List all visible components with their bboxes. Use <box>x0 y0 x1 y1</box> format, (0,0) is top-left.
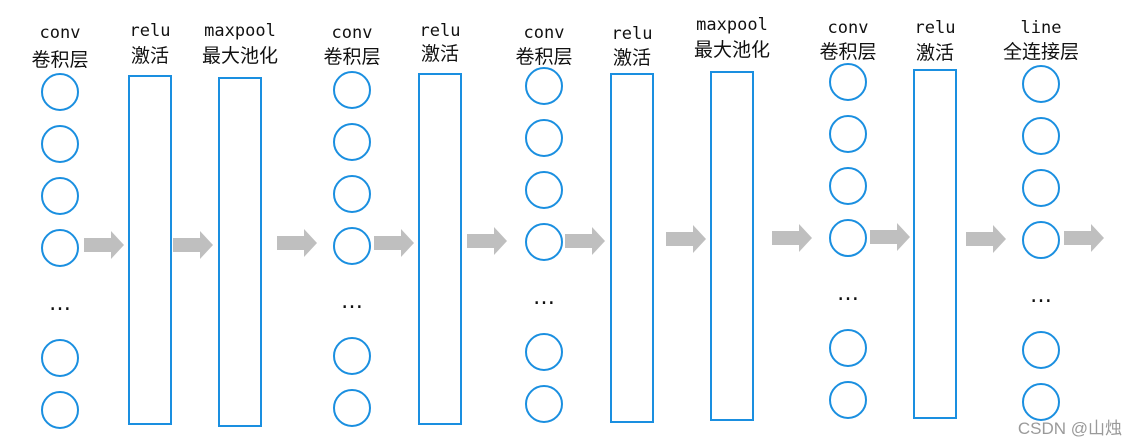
layer-conv: conv 卷积层 … <box>31 23 89 429</box>
layer-label-zh: 卷积层 <box>515 46 572 68</box>
layer-label-zh: 激活 <box>421 43 459 65</box>
layer-label-zh: 激活 <box>916 42 954 64</box>
flow-arrow <box>374 229 414 257</box>
flow-arrows <box>84 223 1104 259</box>
neuron <box>525 171 563 209</box>
neuron <box>333 123 371 161</box>
layer-label-zh: 卷积层 <box>31 49 88 71</box>
layer-label-en: maxpool <box>696 15 768 35</box>
neuron <box>41 339 79 377</box>
flow-arrow <box>666 225 706 253</box>
layer-label-zh: 最大池化 <box>694 39 770 61</box>
layer-conv: conv 卷积层 … <box>515 23 573 423</box>
layer-maxpool: maxpool 最大池化 <box>202 21 278 427</box>
neuron <box>333 389 371 427</box>
layer-relu: relu 激活 <box>128 21 172 425</box>
layer-bar <box>610 73 654 423</box>
flow-arrow <box>565 227 605 255</box>
layer-label-en: conv <box>828 18 869 38</box>
layers: conv卷积层…relu激活maxpool最大池化conv卷积层…relu激活c… <box>31 15 1079 429</box>
layer-label-en: relu <box>420 21 461 41</box>
neuron <box>829 381 867 419</box>
neuron <box>1022 221 1060 259</box>
neuron <box>829 63 867 101</box>
neuron <box>41 73 79 111</box>
neuron <box>41 229 79 267</box>
neuron <box>1022 331 1060 369</box>
layer-label-en: relu <box>915 18 956 38</box>
layer-relu: relu 激活 <box>610 24 654 423</box>
layer-label-en: maxpool <box>204 21 276 41</box>
flow-arrow <box>1064 224 1104 252</box>
neuron <box>333 227 371 265</box>
flow-arrow <box>467 227 507 255</box>
flow-arrow <box>277 229 317 257</box>
layer-maxpool: maxpool 最大池化 <box>694 15 770 421</box>
ellipsis-dots: … <box>341 289 363 314</box>
layer-bar <box>418 73 462 425</box>
neuron <box>41 177 79 215</box>
neuron <box>1022 65 1060 103</box>
ellipsis-dots: … <box>1030 283 1052 308</box>
neuron <box>333 71 371 109</box>
neuron <box>1022 383 1060 421</box>
ellipsis-dots: … <box>49 291 71 316</box>
flow-arrow <box>173 231 213 259</box>
layer-conv: conv 卷积层 … <box>819 18 877 419</box>
layer-label-zh: 卷积层 <box>819 41 876 63</box>
neuron <box>525 223 563 261</box>
neuron <box>829 329 867 367</box>
layer-relu: relu 激活 <box>913 18 957 419</box>
layer-bar <box>913 69 957 419</box>
flow-arrow <box>870 223 910 251</box>
layer-label-en: conv <box>332 23 373 43</box>
neuron <box>829 167 867 205</box>
layer-label-zh: 全连接层 <box>1003 41 1079 63</box>
neuron <box>829 115 867 153</box>
flow-arrow <box>772 224 812 252</box>
layer-label-en: line <box>1021 18 1062 38</box>
neuron <box>333 337 371 375</box>
neuron <box>525 67 563 105</box>
neuron <box>829 219 867 257</box>
neuron <box>41 391 79 429</box>
watermark-text: CSDN @山烛 <box>1018 419 1122 438</box>
flow-arrow <box>84 231 124 259</box>
layer-label-zh: 激活 <box>131 45 169 67</box>
neuron <box>525 119 563 157</box>
neuron <box>1022 117 1060 155</box>
neuron <box>525 333 563 371</box>
layer-bar <box>710 71 754 421</box>
layer-bar <box>128 75 172 425</box>
ellipsis-dots: … <box>533 285 555 310</box>
layer-label-zh: 激活 <box>613 47 651 69</box>
neuron <box>41 125 79 163</box>
ellipsis-dots: … <box>837 281 859 306</box>
layer-bar <box>218 77 262 427</box>
layer-label-en: conv <box>524 23 565 43</box>
layer-label-zh: 最大池化 <box>202 45 278 67</box>
layer-label-zh: 卷积层 <box>323 46 380 68</box>
layer-label-en: relu <box>612 24 653 44</box>
flow-arrow <box>966 225 1006 253</box>
layer-line: line 全连接层 … <box>1003 18 1079 421</box>
layer-label-en: relu <box>130 21 171 41</box>
neuron <box>525 385 563 423</box>
layer-label-en: conv <box>40 23 81 43</box>
layer-conv: conv 卷积层 … <box>323 23 381 427</box>
neuron <box>333 175 371 213</box>
neuron <box>1022 169 1060 207</box>
